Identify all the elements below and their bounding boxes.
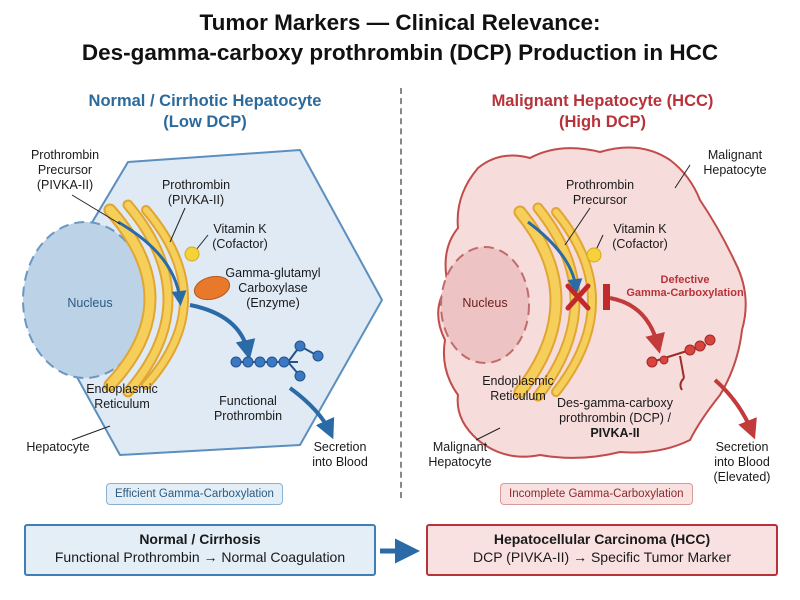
label-line: Malignant [432,440,488,454]
label-line: Prothrombin [30,148,100,162]
label-line: Secretion [313,440,367,454]
panel-divider [400,88,402,498]
label-line: Secretion [715,440,769,454]
label-line: Precursor [37,163,93,177]
label-line: (Cofactor) [212,237,268,251]
label-line: (Enzyme) [246,296,300,310]
tag-efficient-carboxylation: Efficient Gamma-Carboxylation [106,483,283,505]
malignant-er [513,202,597,402]
label-prothrombin-precursor: Prothrombin Precursor (PIVKA-II) [10,148,120,193]
label-line: Functional [219,394,277,408]
summary-hcc-title: Hepatocellular Carcinoma (HCC) [493,531,711,547]
label-line: Precursor [572,193,628,207]
left-title-line-2: (Low DCP) [163,113,247,131]
label-line: Carboxylase [238,281,308,295]
label-line: Reticulum [490,389,546,403]
malignant-nucleus [440,246,530,364]
label-line: (Elevated) [713,470,771,484]
page-title: Tumor Markers — Clinical Relevance: Des-… [0,8,800,68]
normal-enzyme [193,275,231,301]
dcp-chain [646,334,716,391]
label-line: into Blood [312,455,368,469]
right-panel-title: Malignant Hepatocyte (HCC) (High DCP) [410,91,795,133]
label-line: Gamma-glutamyl [225,266,321,280]
functional-prothrombin-chain [230,340,324,382]
label-dcp: Des-gamma-carboxy prothrombin (DCP) / PI… [540,396,690,441]
label-vitamin-k: Vitamin K (Cofactor) [200,222,280,252]
label-line: (Cofactor) [612,237,668,251]
label-line: PIVKA-II [590,426,640,440]
label-line: Malignant [707,148,763,162]
label-prothrombin: Prothrombin (PIVKA-II) [146,178,246,208]
summary-hcc-text: DCP (PIVKA-II) → Specific Tumor Marker [472,549,731,565]
title-line-1: Tumor Markers — Clinical Relevance: [199,10,601,35]
blocked-x-icon [565,283,591,311]
label-secretion-right: Secretion into Blood (Elevated) [702,440,782,485]
label-line: (PIVKA-II) [167,193,225,207]
label-defective-carboxylation: Defective Gamma-Carboxylation [610,274,760,300]
tag-incomplete-carboxylation: Incomplete Gamma-Carboxylation [500,483,693,505]
label-er-right: Endoplasmic Reticulum [468,374,568,404]
summary-box-hcc: Hepatocellular Carcinoma (HCC) DCP (PIVK… [426,524,778,576]
label-line: Prothrombin [213,409,283,423]
label-functional-prothrombin: Functional Prothrombin [198,394,298,424]
label-line: Endoplasmic [86,382,158,396]
label-line: Hepatocyte [428,455,492,469]
left-panel-title: Normal / Cirrhotic Hepatocyte (Low DCP) [20,91,390,133]
label-line: Prothrombin [565,178,635,192]
label-line: Reticulum [94,397,150,411]
right-title-line-2: (High DCP) [558,113,647,131]
label-line: Vitamin K [213,222,267,236]
label-line: into Blood [714,455,770,469]
label-line: Gamma-Carboxylation [626,287,744,299]
label-line: Des-gamma-carboxy [556,396,673,410]
right-title-line-1: Malignant Hepatocyte (HCC) [491,92,714,110]
label-secretion-left: Secretion into Blood [300,440,380,470]
summary-normal-title: Normal / Cirrhosis [139,531,261,547]
summary-box-normal: Normal / Cirrhosis Functional Prothrombi… [24,524,376,576]
label-malignant-hepatocyte-bottom: Malignant Hepatocyte [420,440,500,470]
label-vitamin-k-right: Vitamin K (Cofactor) [600,222,680,252]
label-enzyme: Gamma-glutamyl Carboxylase (Enzyme) [218,266,328,311]
label-line: Vitamin K [613,222,667,236]
label-line: Endoplasmic [482,374,554,388]
left-title-line-1: Normal / Cirrhotic Hepatocyte [88,92,322,110]
label-line: Defective [660,274,710,286]
label-malignant-hepatocyte-top: Malignant Hepatocyte [680,148,790,178]
normal-er [103,199,189,398]
label-prothrombin-precursor-right: Prothrombin Precursor [550,178,650,208]
label-nucleus-right: Nucleus [462,296,508,310]
normal-vitamin-k [184,246,200,262]
label-line: Hepatocyte [703,163,767,177]
label-er-left: Endoplasmic Reticulum [72,382,172,412]
summary-normal-text: Functional Prothrombin → Normal Coagulat… [54,549,346,565]
label-line: prothrombin (DCP) / [559,411,671,425]
title-line-2: Des-gamma-carboxy prothrombin (DCP) Prod… [81,40,719,65]
inhibition-bar-icon [603,284,610,310]
label-line: (PIVKA-II) [36,178,94,192]
malignant-vitamin-k [586,247,602,263]
label-line: Prothrombin [161,178,231,192]
label-nucleus-left: Nucleus [67,296,113,310]
label-hepatocyte: Hepatocyte [26,440,90,454]
